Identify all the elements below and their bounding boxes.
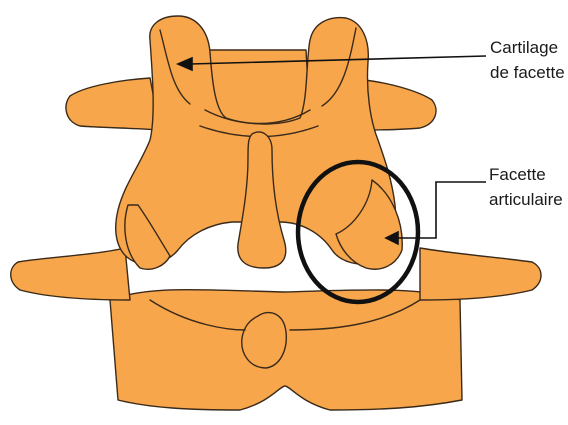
vertebra-illustration [11, 16, 541, 410]
right-lower-transverse-process [420, 248, 541, 300]
label-cartilage-line1: Cartilage [490, 37, 558, 59]
label-facet-line2: articulaire [489, 189, 563, 211]
label-cartilage-line2: de facette [490, 62, 565, 84]
label-facet-line1: Facette [489, 164, 546, 186]
left-upper-transverse-process [66, 78, 160, 130]
left-lower-transverse-process [11, 248, 130, 300]
